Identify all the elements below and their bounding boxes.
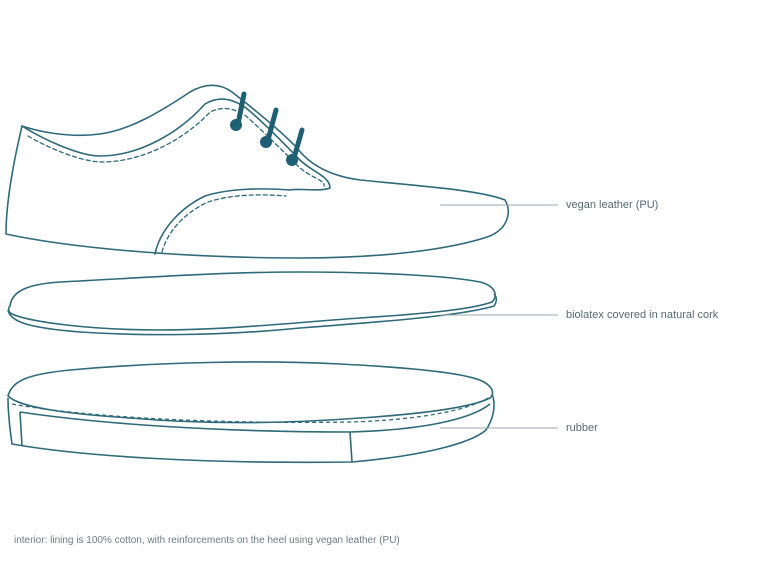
insole-edge [7, 293, 498, 336]
upper-outline [5, 84, 509, 259]
interior-footnote: interior: lining is 100% cotton, with re… [14, 535, 400, 546]
eyelet-middle [260, 136, 272, 148]
label-vegan-leather: vegan leather (PU) [566, 199, 659, 211]
eyelet-bottom [286, 154, 298, 166]
upper-vamp-seam [154, 188, 291, 255]
shoe-upper-icon [5, 84, 509, 259]
lace-bottom [291, 127, 305, 161]
sole-heel-line [19, 411, 23, 447]
insole-icon [7, 271, 498, 336]
sole-stitching [11, 397, 489, 424]
lace-top [235, 91, 247, 127]
insole-top [7, 271, 496, 331]
sole-top [7, 361, 494, 424]
lace-middle [265, 107, 279, 143]
upper-collar [21, 98, 331, 191]
eyelet-top [230, 119, 242, 131]
sole-toe-line [349, 431, 353, 463]
leader-lines [440, 204, 558, 429]
lace-group [230, 91, 305, 166]
label-biolatex-cork: biolatex covered in natural cork [566, 309, 719, 321]
rubber-sole-icon [7, 361, 495, 464]
sole-foxing-line [19, 403, 491, 433]
label-rubber: rubber [566, 422, 598, 434]
upper-stitching [27, 107, 325, 253]
sole-outline [7, 393, 495, 464]
